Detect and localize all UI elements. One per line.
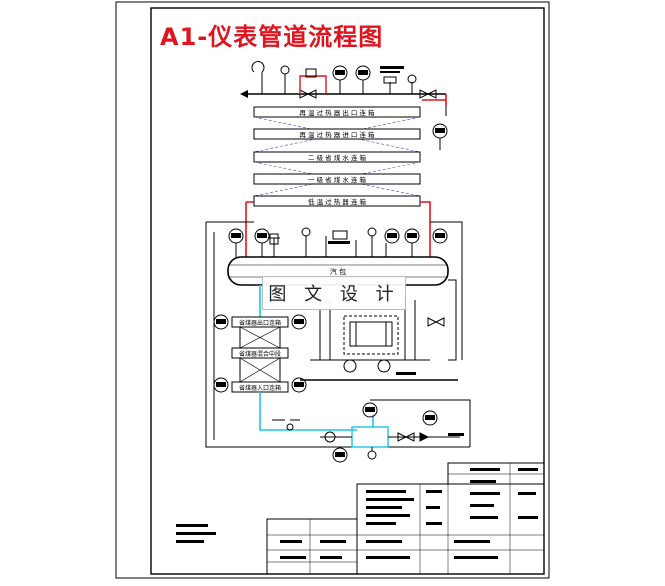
economizer-header: 省煤器出口连箱 [231,316,289,328]
outer-frame [115,1,550,579]
bank-header-label: 一 级 省 煤 水 连 箱 [308,175,366,184]
drum-label: 汽 包 [330,267,346,276]
bank-header-label: 低 温 过 热 器 连 箱 [308,197,366,206]
steam-risers [245,105,448,258]
economizer-header-label: 省煤器混合中段 [239,350,281,358]
economizer-header-label: 省煤器入口连箱 [239,384,281,392]
bank-header: 再 温 过 热 器 进 口 连 箱 [253,128,421,140]
bank-header: 一 级 省 煤 水 连 箱 [253,173,421,185]
bank-header: 再 温 过 热 器 出 口 连 箱 [253,106,421,118]
bank-header-label: 再 温 过 热 器 出 口 连 箱 [299,108,375,117]
page-title: A1-仪表管道流程图 [160,23,384,51]
watermark-text: 图 文 设 计 [268,284,400,305]
downcomer-piping [259,285,458,381]
steam-outlet-header [240,61,447,105]
bank-header-label: 二 级 省 煤 水 连 箱 [308,153,366,162]
bank-header-label: 再 温 过 热 器 进 口 连 箱 [299,130,375,139]
drum-instruments [228,227,448,257]
watermark-banner: 图 文 设 计 [262,276,406,310]
convection-bank-group: 再 温 过 热 器 出 口 连 箱 再 温 过 热 器 进 口 连 箱 二 级 … [253,106,421,207]
economizer-header: 省煤器入口连箱 [231,381,289,393]
economizer-bank: 省煤器出口连箱 省煤器混合中段 省煤器入口连箱 [213,314,307,393]
feedwater-line [259,392,471,463]
title-block [176,462,545,575]
economizer-header-label: 省煤器出口连箱 [239,319,281,327]
bank-header: 低 温 过 热 器 连 箱 [253,195,421,207]
bank-header: 二 级 省 煤 水 连 箱 [253,151,421,163]
economizer-header: 省煤器混合中段 [231,347,289,359]
